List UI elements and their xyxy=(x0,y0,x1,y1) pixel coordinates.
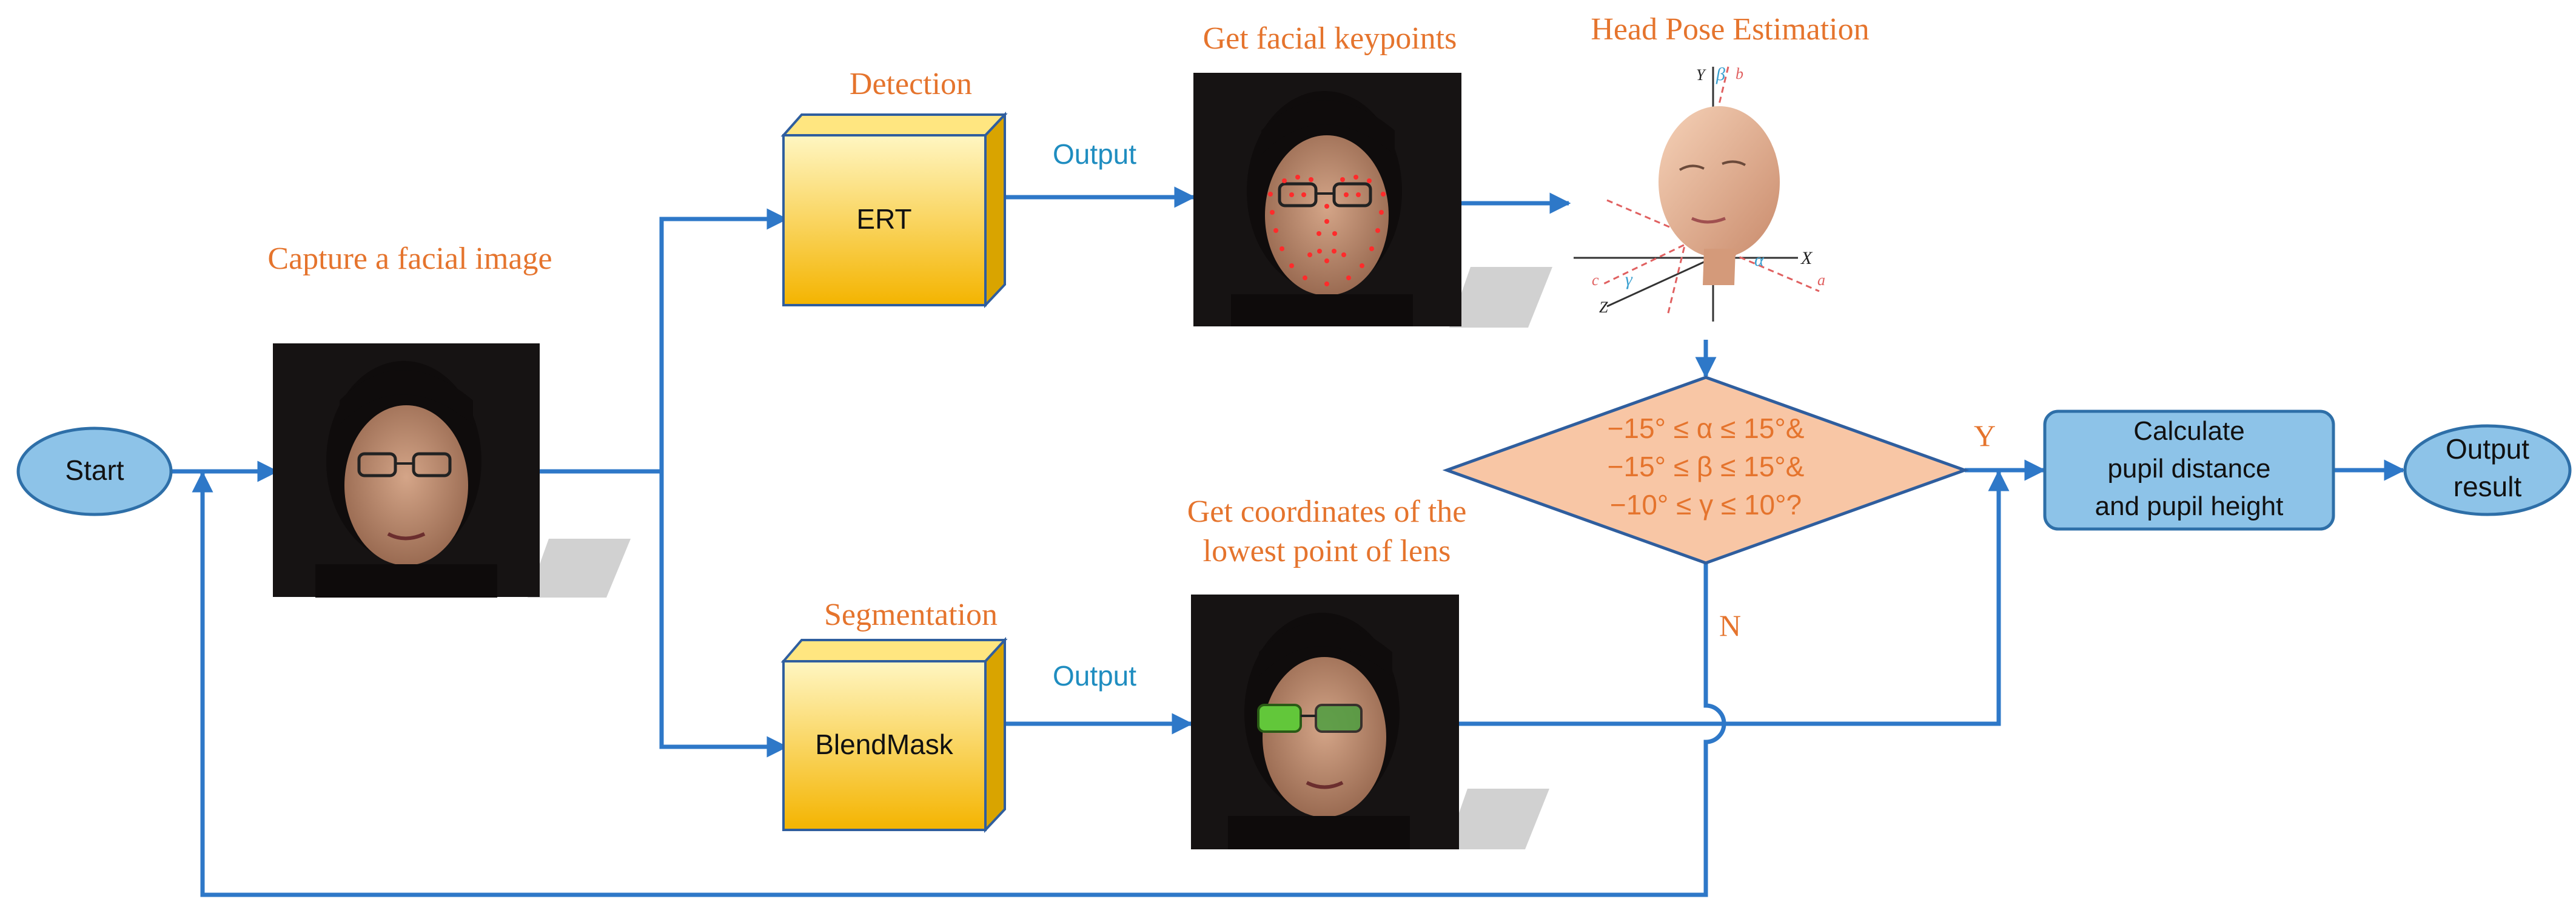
connectors xyxy=(172,186,2406,897)
output-bottom-label: Output xyxy=(1053,660,1136,692)
yes-branch-label: Y xyxy=(1974,419,1996,453)
condition-alpha-line: −15° ≤ α ≤ 15°& xyxy=(1608,413,1805,444)
lens-label-line1: Get coordinates of the xyxy=(1187,494,1467,529)
calc-line1: Calculate xyxy=(2133,416,2244,446)
axis-alpha-label: α xyxy=(1754,250,1765,270)
axis-a-label: a xyxy=(1817,271,1825,289)
right-lens-mask xyxy=(1315,704,1363,733)
keypoints-face-image xyxy=(1193,73,1552,328)
axis-b-label: b xyxy=(1736,65,1743,83)
blendmask-box: BlendMask xyxy=(780,636,1008,834)
lens-label-line2: lowest point of lens xyxy=(1203,534,1451,568)
condition-beta-line: −15° ≤ β ≤ 15°& xyxy=(1608,451,1805,482)
output-result-line2: result xyxy=(2454,471,2522,502)
lens-to-merge-arrow xyxy=(1459,470,2010,726)
segmentation-label: Segmentation xyxy=(824,598,998,632)
split-to-blendmask-arrow xyxy=(659,471,788,758)
split-to-ert-arrow xyxy=(659,208,788,471)
output-result-line1: Output xyxy=(2446,433,2529,465)
detection-label: Detection xyxy=(850,67,972,101)
blendmask-label: BlendMask xyxy=(815,729,954,760)
axis-z-label: Z xyxy=(1599,298,1608,316)
segmented-lens-face-image xyxy=(1191,595,1549,849)
head-3d-model xyxy=(1659,106,1780,258)
axis-gamma-label: γ xyxy=(1625,269,1633,289)
left-lens-mask xyxy=(1257,704,1302,733)
axis-y-label: Y xyxy=(1696,66,1706,84)
headpose-label: Head Pose Estimation xyxy=(1591,12,1869,47)
head-pose-illustration: Y β b X α a Z γ c xyxy=(1574,64,1825,322)
axis-beta-label: β xyxy=(1716,64,1725,84)
start-label: Start xyxy=(65,454,124,486)
pose-condition-diamond: −15° ≤ α ≤ 15°& −15° ≤ β ≤ 15°& −10° ≤ γ… xyxy=(1442,376,1970,565)
no-branch-label: N xyxy=(1719,608,1741,642)
calculate-box: Calculate pupil distance and pupil heigh… xyxy=(2043,410,2335,531)
captured-face-image xyxy=(273,343,631,598)
axis-c-label: c xyxy=(1592,271,1599,289)
calc-line2: pupil distance xyxy=(2107,454,2270,484)
condition-no-loop-arrow xyxy=(192,471,1726,897)
calc-line3: and pupil height xyxy=(2095,491,2284,521)
output-result-node: Output result xyxy=(2403,424,2572,516)
ert-label: ERT xyxy=(856,203,911,235)
condition-gamma-line: −10° ≤ γ ≤ 10°? xyxy=(1610,489,1802,521)
start-node: Start xyxy=(16,426,173,516)
facial-keypoints xyxy=(1268,175,1386,286)
keypoints-label: Get facial keypoints xyxy=(1203,21,1457,56)
axis-x-label: X xyxy=(1800,248,1813,268)
capture-label: Capture a facial image xyxy=(267,241,552,276)
ert-box: ERT xyxy=(780,111,1008,309)
output-top-label: Output xyxy=(1053,138,1136,170)
